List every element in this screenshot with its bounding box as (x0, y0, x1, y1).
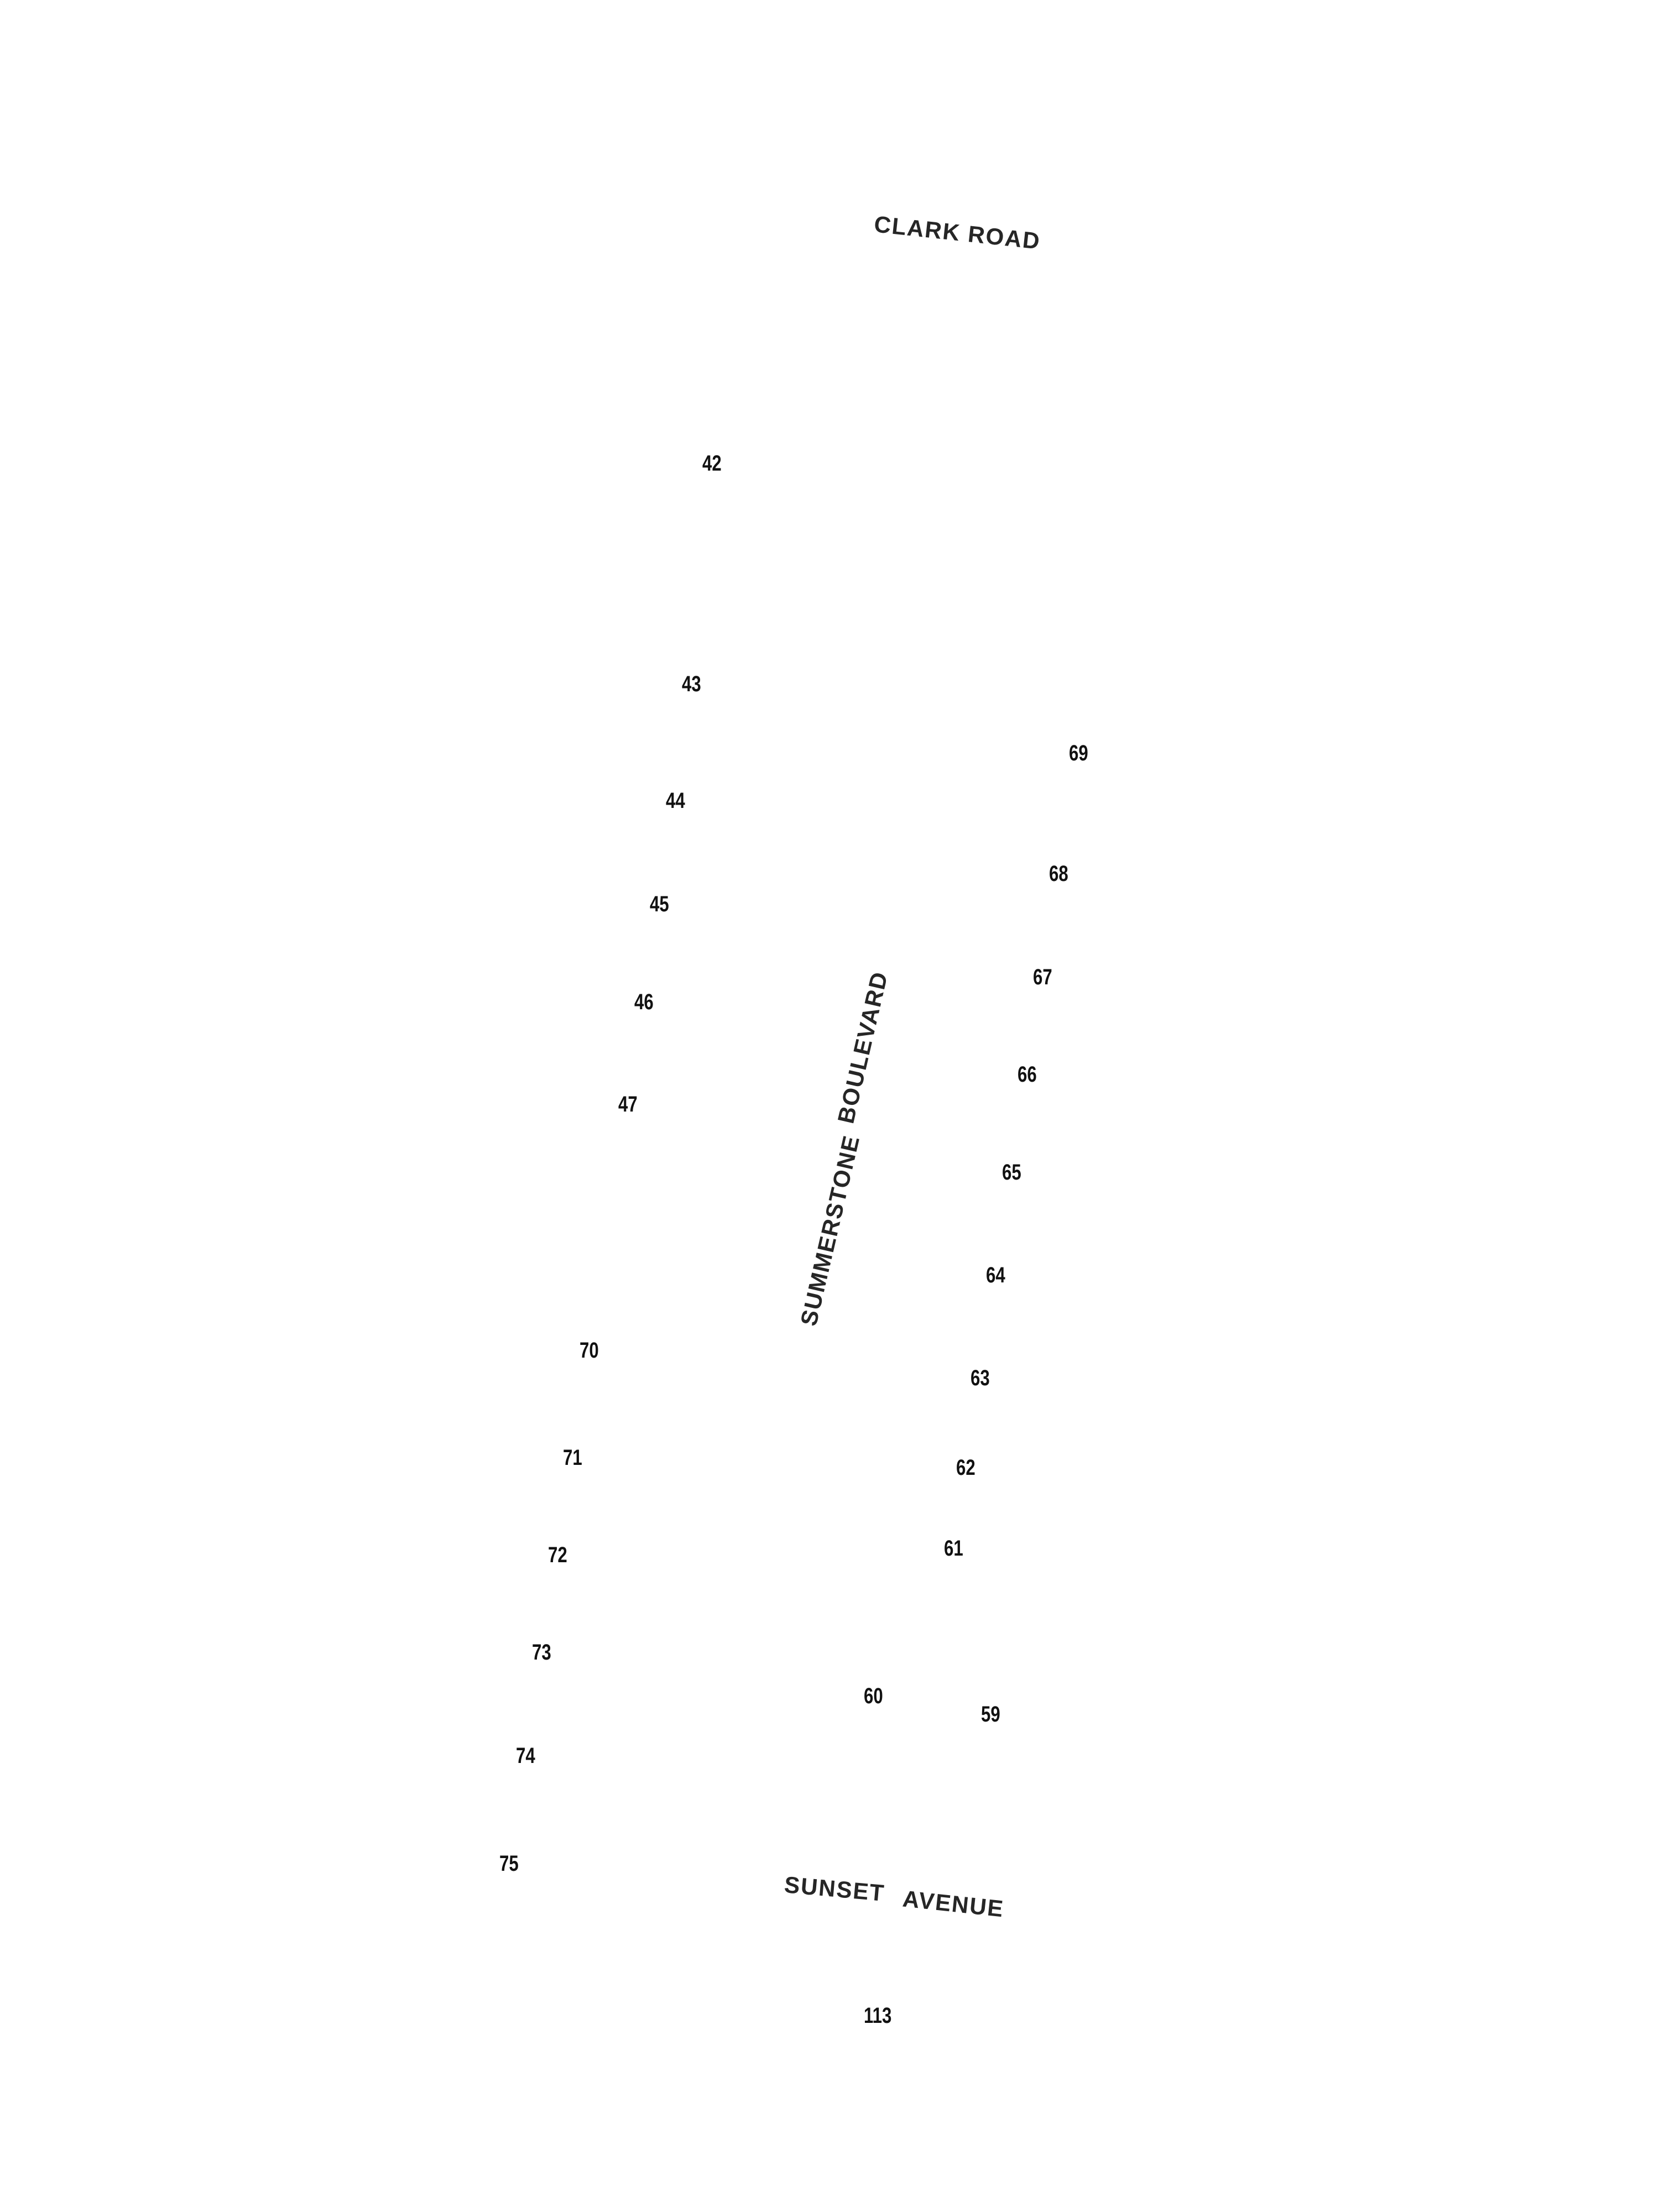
lot-number[interactable]: 113 (864, 2004, 892, 2028)
lot-number[interactable]: 64 (986, 1263, 1005, 1287)
lot-number[interactable]: 66 (1018, 1062, 1037, 1087)
lot-number[interactable]: 67 (1033, 965, 1052, 989)
lot-number[interactable]: 71 (563, 1446, 582, 1470)
street-label-clark-road: CLARK ROAD (873, 211, 1042, 254)
lot-number[interactable]: 47 (618, 1092, 638, 1117)
lot-number[interactable]: 74 (516, 1744, 535, 1768)
lot-number[interactable]: 60 (864, 1684, 883, 1708)
lot-number[interactable]: 65 (1002, 1160, 1021, 1185)
lot-number[interactable]: 70 (580, 1338, 599, 1363)
street-label-sunset: SUNSET (783, 1871, 886, 1906)
lot-number[interactable]: 69 (1069, 741, 1088, 765)
lot-number[interactable]: 42 (702, 451, 722, 476)
lot-number[interactable]: 73 (532, 1640, 551, 1665)
lot-number[interactable]: 75 (499, 1851, 519, 1876)
street-label-boulevard: BOULEVARD (832, 968, 893, 1126)
lot-number[interactable]: 59 (981, 1702, 1000, 1726)
lot-number[interactable]: 68 (1049, 862, 1068, 886)
street-label-avenue: AVENUE (901, 1885, 1005, 1922)
lot-number[interactable]: 44 (666, 789, 685, 813)
lot-number[interactable]: 62 (956, 1455, 975, 1480)
lot-number[interactable]: 46 (634, 990, 654, 1014)
lot-number[interactable]: 43 (682, 672, 701, 696)
lot-number[interactable]: 45 (650, 892, 669, 916)
street-label-summerstone: SUMMERSTONE (795, 1132, 865, 1328)
lot-number[interactable]: 72 (548, 1543, 567, 1567)
lot-number[interactable]: 63 (971, 1366, 990, 1390)
lot-number[interactable]: 61 (944, 1536, 963, 1561)
